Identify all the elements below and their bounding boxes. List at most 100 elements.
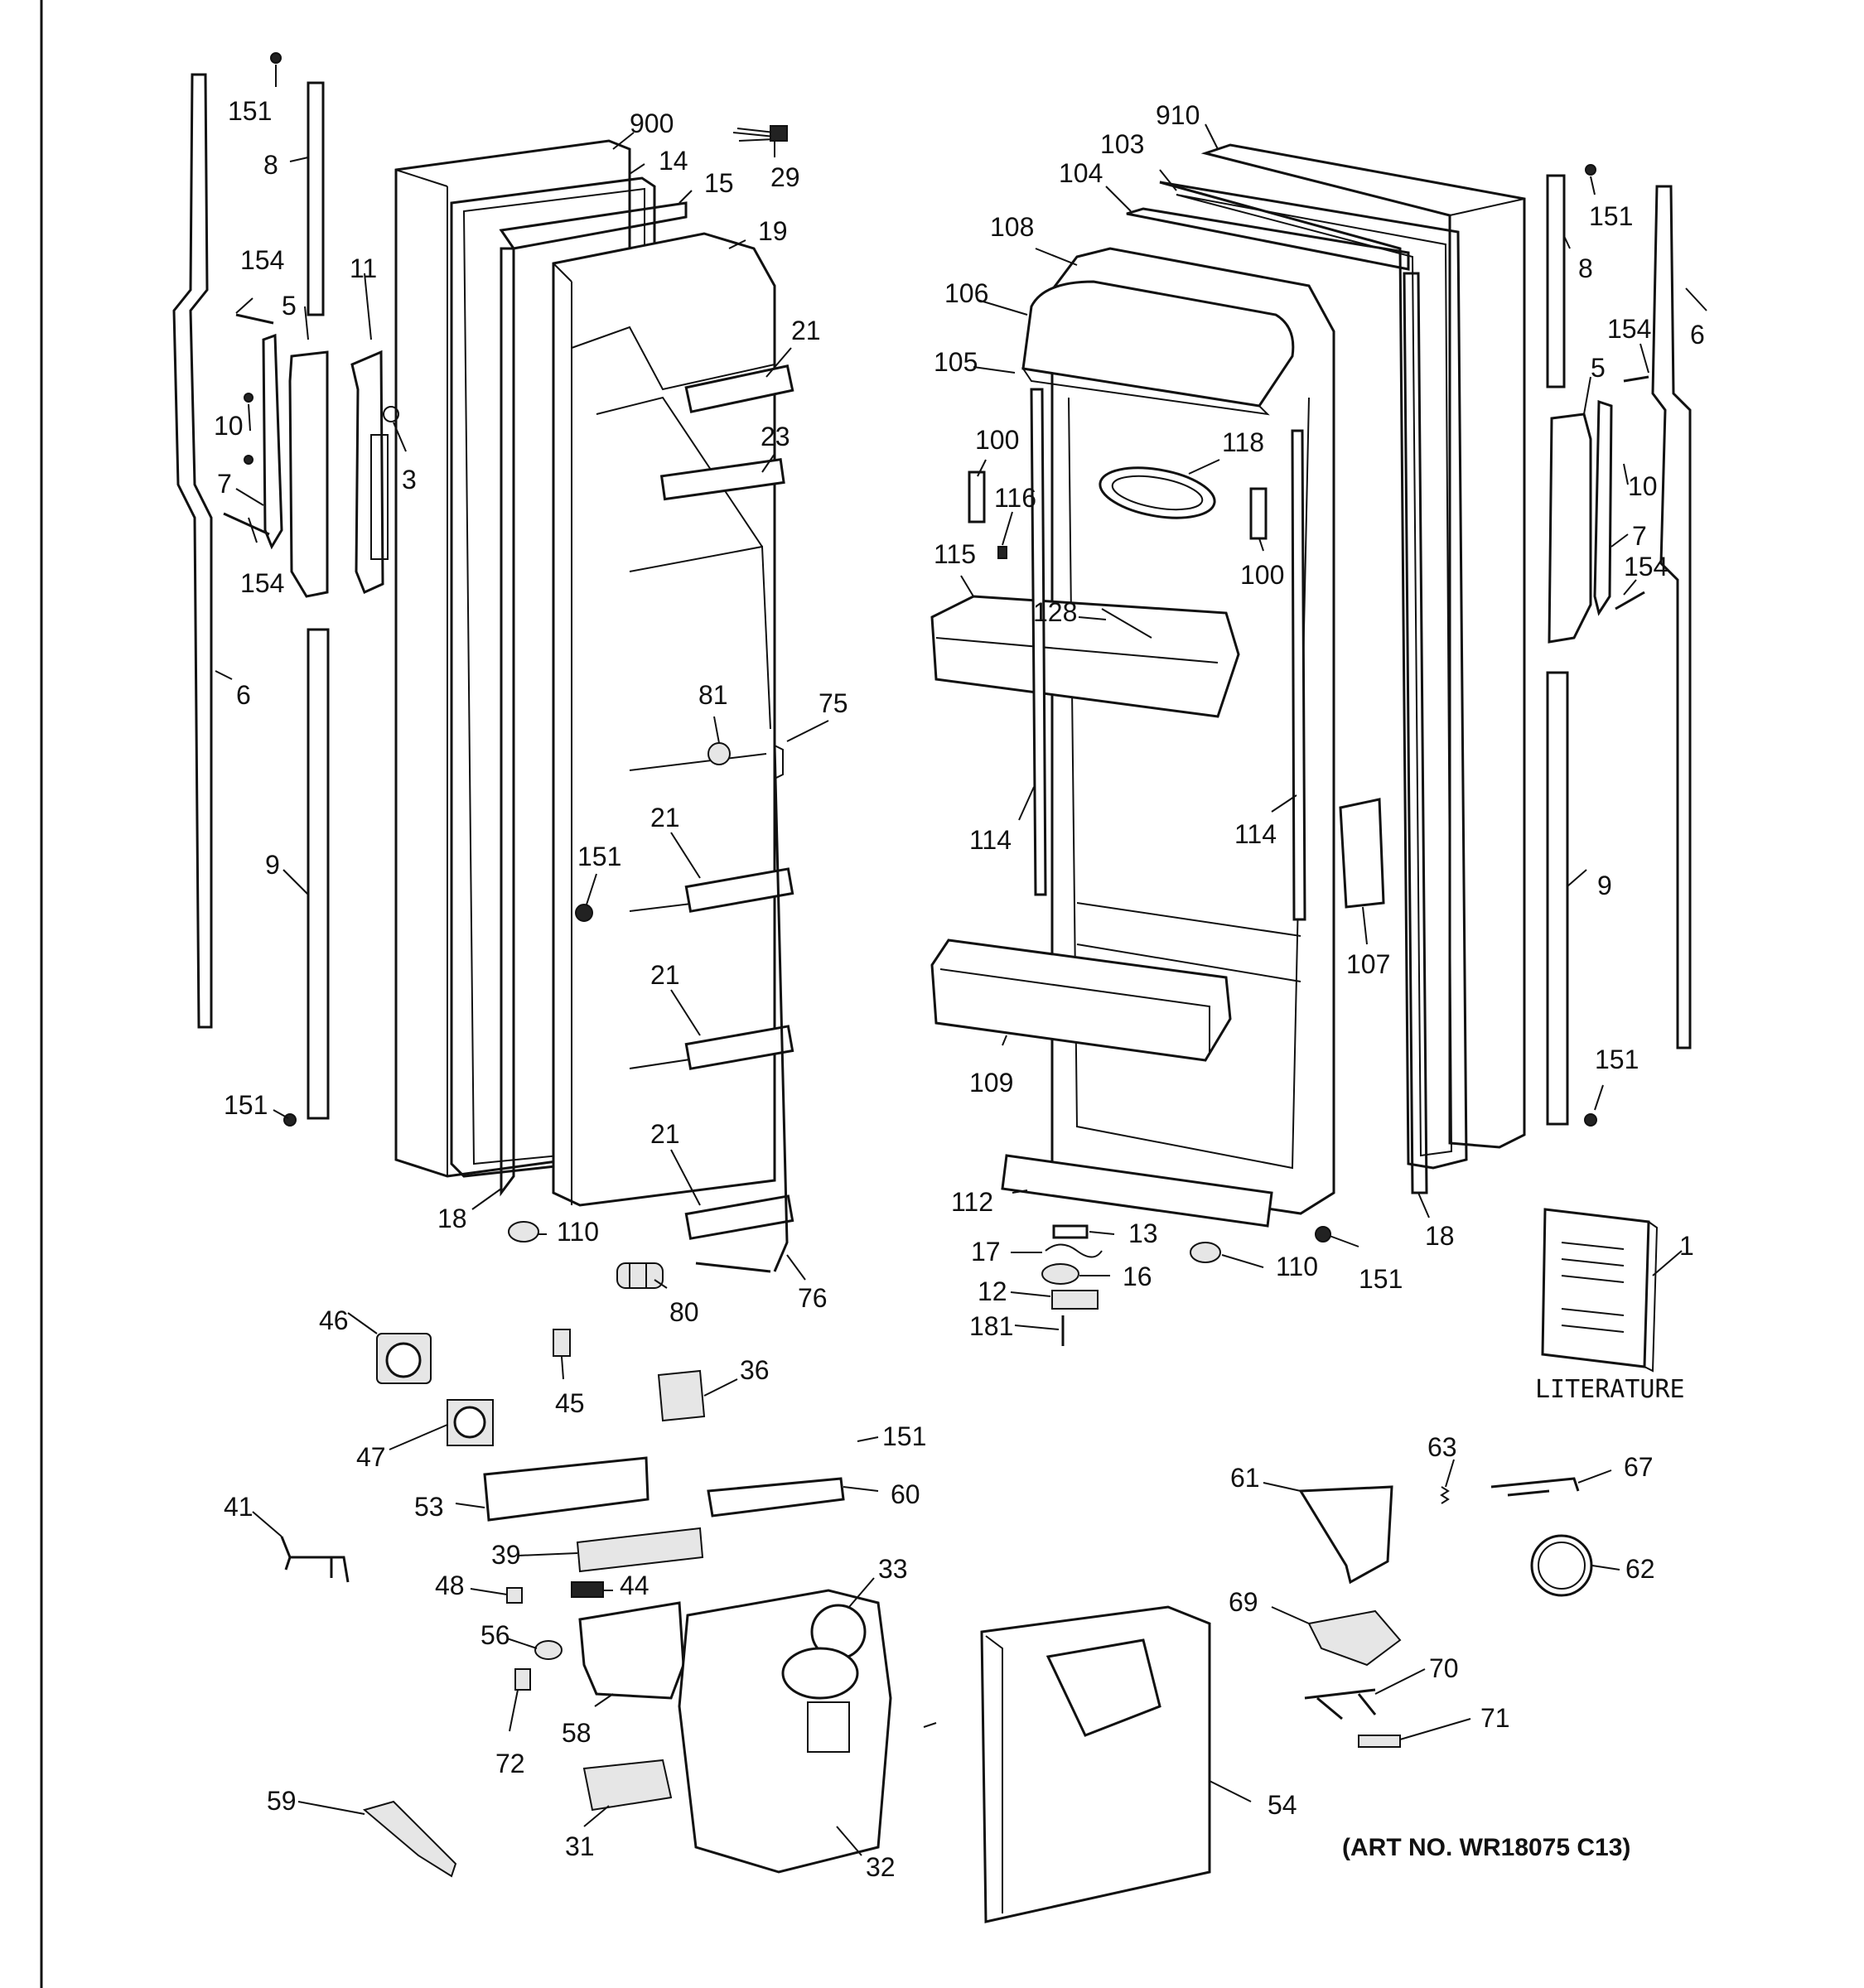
label-116: 116 [994,483,1036,513]
label-10: 10 [214,411,244,441]
dispenser-button [534,1640,563,1660]
label-58: 58 [562,1718,592,1748]
fresh-food-door-gasket [1159,181,1468,1170]
ice-deflector [1307,1609,1402,1667]
dispenser-housing [578,1601,685,1700]
label-48: 48 [435,1571,465,1600]
label-910: 910 [1156,100,1200,130]
water-tube [773,745,789,1272]
plug [383,406,399,422]
label-23: 23 [761,422,790,451]
label-29: 29 [770,162,800,192]
spring [1440,1486,1450,1504]
label-100: 100 [975,425,1019,455]
label-13: 13 [1128,1218,1158,1248]
label-60: 60 [891,1479,920,1509]
label-21: 21 [650,803,680,832]
egg-tray [1099,466,1216,519]
label-41: 41 [224,1492,254,1522]
hinge-strip [500,247,515,1197]
label-18: 18 [1425,1221,1455,1251]
label-56: 56 [480,1620,510,1650]
label-900: 900 [630,109,674,138]
screw [1584,1113,1597,1127]
label-151: 151 [1595,1045,1639,1074]
label-107: 107 [1346,949,1390,979]
label-45: 45 [555,1388,585,1418]
label-33: 33 [878,1554,908,1584]
screw [1585,164,1596,176]
label-19: 19 [758,216,788,246]
chute-door [1304,1688,1377,1720]
lower-trim-strip [307,628,330,1120]
hinge-cap [508,1221,539,1242]
label-1: 1 [1679,1231,1694,1261]
part-labels: 900 910 29 14 15 19 151 8 154 11 5 10 3 … [214,96,1705,1882]
label-81: 81 [698,680,728,710]
hinge-plate [1052,1224,1089,1239]
label-61: 61 [1230,1463,1260,1493]
label-3: 3 [402,465,417,495]
chute-door-lever [1490,1477,1580,1497]
screw [270,52,282,64]
freezer-shelf-rail [659,458,785,501]
label-154: 154 [240,245,284,275]
wire-harness [732,128,775,142]
lower-door-bin [930,939,1232,1062]
lower-trim-strip [1546,671,1569,1126]
label-7: 7 [217,469,232,499]
hinge-strip [1403,272,1428,1194]
seal-ring [1530,1534,1593,1597]
fresh-food-door-dike [1126,207,1410,271]
label-46: 46 [319,1305,349,1335]
label-21: 21 [650,1119,680,1149]
label-151: 151 [224,1090,268,1120]
label-67: 67 [1624,1452,1654,1482]
door-bin [930,595,1240,718]
screw [1315,1226,1331,1242]
dispenser-microswitch [514,1668,531,1691]
label-36: 36 [740,1355,770,1385]
dispenser-parts [280,1329,1593,1923]
leader-lines [215,65,1707,1856]
freezer-door-assembly [394,125,794,1289]
bottom-door-rail [1001,1154,1273,1228]
dispenser-light [571,1581,604,1598]
label-5: 5 [282,291,297,321]
label-63: 63 [1427,1432,1457,1462]
dispenser-clip [506,1587,523,1604]
label-39: 39 [491,1540,521,1570]
label-115: 115 [934,539,976,569]
label-62: 62 [1625,1554,1655,1584]
label-105: 105 [934,347,978,377]
label-7: 7 [1632,521,1647,551]
label-53: 53 [414,1492,444,1522]
upper-trim-strip [1546,174,1566,388]
label-128: 128 [1033,597,1077,627]
label-80: 80 [669,1297,699,1327]
label-151: 151 [1589,201,1633,231]
screw [235,313,274,325]
label-154: 154 [1607,314,1651,344]
handle-trim-left [172,73,213,1029]
label-112: 112 [951,1187,993,1217]
label-10: 10 [1628,471,1658,501]
label-100: 100 [1240,560,1284,590]
dispenser-control-board [576,1527,704,1573]
hinge-bushing [1041,1263,1079,1285]
label-14: 14 [659,146,688,176]
screw [1623,375,1649,383]
handle-fresh-food [1548,413,1592,644]
handle-trim-right [1651,185,1692,1049]
label-8: 8 [263,150,278,180]
dispenser-switch [553,1329,571,1357]
label-16: 16 [1123,1262,1152,1291]
label-106: 106 [944,278,988,308]
literature-label: LITERATURE [1535,1375,1685,1404]
label-18: 18 [437,1204,467,1233]
label-44: 44 [620,1571,650,1600]
dispenser-lever [707,1477,845,1518]
label-32: 32 [866,1852,896,1882]
label-118: 118 [1222,427,1264,457]
label-71: 71 [1480,1703,1510,1733]
